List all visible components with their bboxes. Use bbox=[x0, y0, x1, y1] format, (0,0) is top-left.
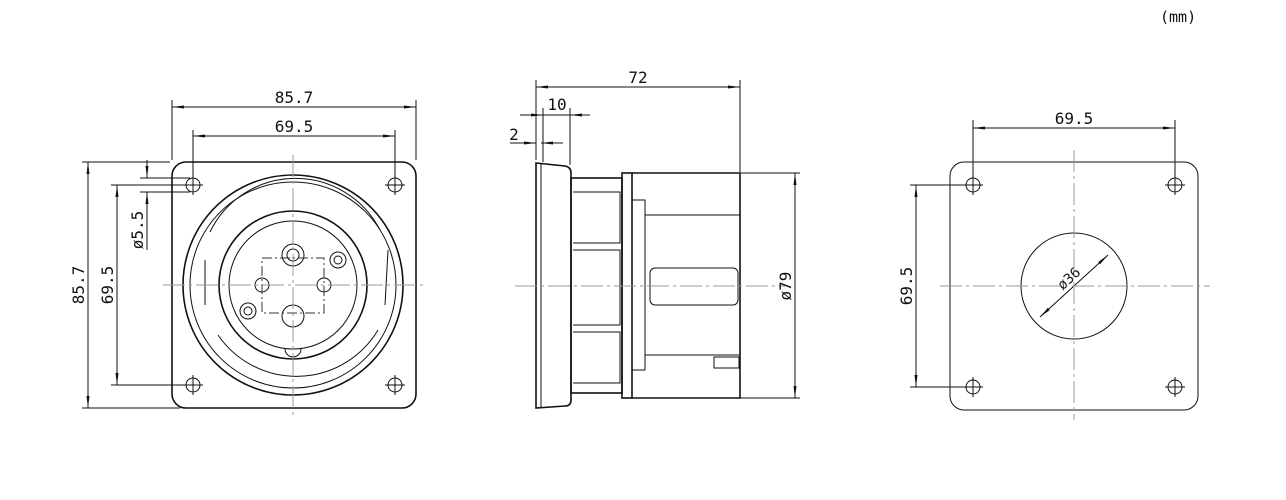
side-view: 72 10 2 ø79 bbox=[509, 68, 800, 409]
flange-depth: 10 bbox=[547, 95, 566, 114]
hole-diameter: ø5.5 bbox=[128, 211, 147, 250]
front-view: 85.7 69.5 85.7 69.5 ø5.5 bbox=[69, 88, 425, 415]
flange-thickness: 2 bbox=[509, 125, 519, 144]
side-length-overall: 72 bbox=[628, 68, 647, 87]
cutout-holes bbox=[963, 175, 1185, 397]
cutout-height-holes: 69.5 bbox=[897, 267, 916, 306]
cutout-view: ø36 69.5 69.5 bbox=[897, 109, 1210, 420]
flange bbox=[535, 162, 572, 409]
unit-label: (mm) bbox=[1160, 8, 1196, 26]
body-diameter: ø79 bbox=[776, 272, 795, 301]
front-height-overall: 85.7 bbox=[69, 266, 88, 305]
cutout-diameter: ø36 bbox=[1055, 265, 1085, 294]
front-height-holes: 69.5 bbox=[98, 266, 117, 305]
front-width-overall: 85.7 bbox=[275, 88, 314, 107]
cutout-width-holes: 69.5 bbox=[1055, 109, 1094, 128]
front-width-holes: 69.5 bbox=[275, 117, 314, 136]
mounting-holes bbox=[183, 175, 405, 395]
